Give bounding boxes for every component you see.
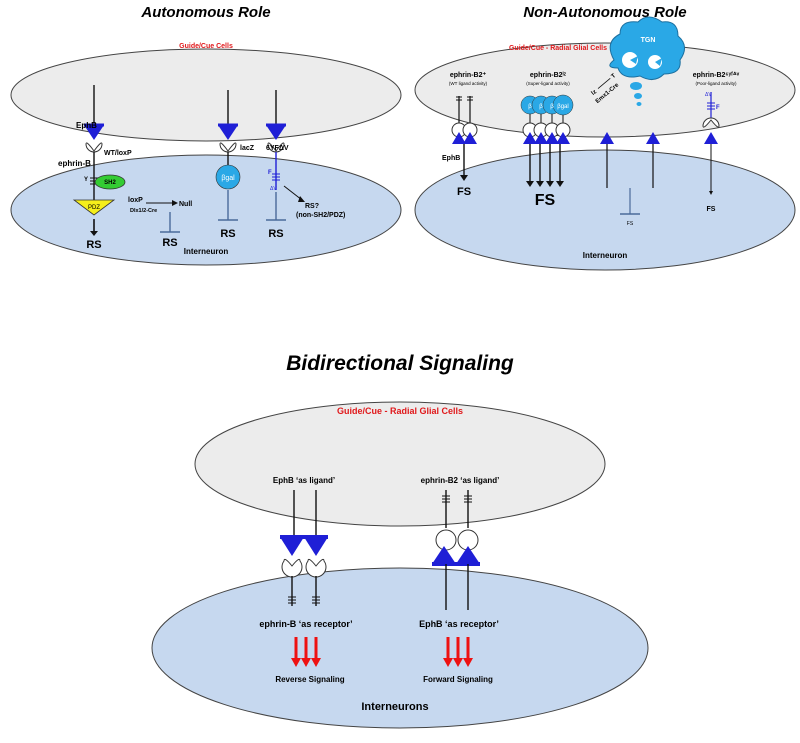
interneuron-label-2: Interneuron [583,251,628,260]
y-label: Y [84,177,88,183]
ephrin-b2-lz-cluster [520,94,574,187]
interneuron-cell-2 [414,149,796,271]
beta-label-1: β [528,104,532,110]
ephb-free-receptor-1 [600,132,614,188]
tgn-cloud [609,16,685,106]
lacz-label: lacZ [240,145,255,152]
rs-arrowhead-1 [90,231,98,236]
cue-label: Guide/Cue Cells [179,43,233,50]
ephrin-b-as-receptor-label: ephrin-B ‘as receptor’ [259,619,352,629]
tgn-label: TGN [641,37,656,44]
null-arrowhead [172,200,178,206]
radial-glial-cell-3 [194,401,606,527]
ephrin-b2-wt-label: ephrin-B2⁺ [450,72,487,79]
ephb-ligand-complex [280,490,328,606]
cue-label-2: Guide/Cue - Radial Glial Cells [509,45,607,52]
rs-label-4: RS [268,228,283,240]
ephb-receptor-wt [84,85,104,140]
forward-signaling-label: Forward Signaling [423,675,493,684]
ephb-as-ligand-label: EphB ‘as ligand’ [273,476,335,485]
f-label: F [268,170,272,176]
cue-cell [10,48,402,142]
fs-label-lz: FS [535,192,556,209]
fs-label-mut: FS [707,206,716,213]
panel-nonautonomous: Non-Autonomous Role Guide/Cue - Radial G… [414,4,796,271]
ephrin-b-ligand [85,142,103,200]
ephrin-b-label: ephrin-B [58,159,91,168]
ephb-label-2: EphB [442,155,460,162]
sh2-label: SH2 [104,180,116,186]
non-sh2-pdz-label: (non-SH2/PDZ) [296,212,345,219]
rs-question-arrowhead [298,196,305,202]
ephrin-b2-as-ligand-label: ephrin-B2 ‘as ligand’ [421,476,500,485]
beta-label-3: β [550,104,554,110]
ephrin-b2-wt-sub: (WT ligand activity) [449,81,488,86]
ephb-as-receptor-label: EphB ‘as receptor’ [419,619,499,629]
pdz-domain [72,199,116,216]
ephb-receptor-6yf [266,90,286,190]
interneurons-cell [151,567,649,729]
panel-nonautonomous-title: Non-Autonomous Role [523,4,686,21]
ephb-label: EphB [76,121,97,130]
t-label: T [611,73,618,80]
ephrin-b2-lz-label: ephrin-B2ˡᶻ [530,72,567,79]
panel-bidirectional-title: Bidirectional Signaling [286,352,514,375]
ephb-receptor-lacz [218,90,238,165]
dv-label-2: ΔV [705,92,712,98]
panel-bidirectional: Bidirectional Signaling Guide/Cue - Radi… [151,352,649,729]
ephrin-b2-wt-pair [451,96,478,181]
ephrin-b2-ligand-complex [432,490,480,610]
ephrin-b2-lz-sub: (Super-ligand activity) [526,81,570,86]
bgal-label-2: βgal [557,104,568,110]
null-label: Null [179,201,192,208]
bgal-domain [215,164,241,190]
rs-question-label: RS? [305,203,319,210]
dlx-cre-label: Dlx1/2-Cre [130,208,157,214]
dv-label: ΔV [270,186,277,192]
interneuron-label: Interneuron [184,247,229,256]
cue-label-3: Guide/Cue - Radial Glial Cells [337,406,463,416]
beta-label-2: β [539,104,543,110]
ephb-free-receptor-2 [646,132,660,188]
wt-loxp-label: WT/loxP [104,150,132,157]
interneurons-label: Interneurons [361,701,428,713]
reverse-signaling-label: Reverse Signaling [275,675,344,684]
forward-signal-arrows [443,637,473,667]
ephrin-b2-mut-sub: (Poor-ligand activity) [695,81,737,86]
reverse-signal-arrows [291,637,321,667]
mutant-label: 6YFΔV [266,145,289,152]
panel-autonomous-title: Autonomous Role [140,4,270,21]
rs-label-3: RS [220,228,235,240]
rs-label-2: RS [162,237,177,249]
sh2-domain [94,174,126,190]
bgal-label: βgal [221,175,235,182]
loxp-label: loxP [128,197,143,204]
panel-autonomous: Autonomous Role Guide/Cue Cells EphB WT/… [10,4,402,266]
ephrin-b2-mut-label: ephrin-B2⁶ʸᶠᐞᵛ [693,71,740,79]
pdz-label: PDZ [88,205,100,211]
ephrin-b2-mut-ligand [702,92,720,195]
rs-question-arrow [283,185,303,201]
fs-inhibit [620,188,640,215]
lz-short-label: lz [591,89,598,97]
fs-label-wt: FS [457,186,471,198]
rs-label-1: RS [86,239,101,251]
fs-label-inhibit: FS [627,221,634,227]
f-label-2: F [716,105,720,111]
